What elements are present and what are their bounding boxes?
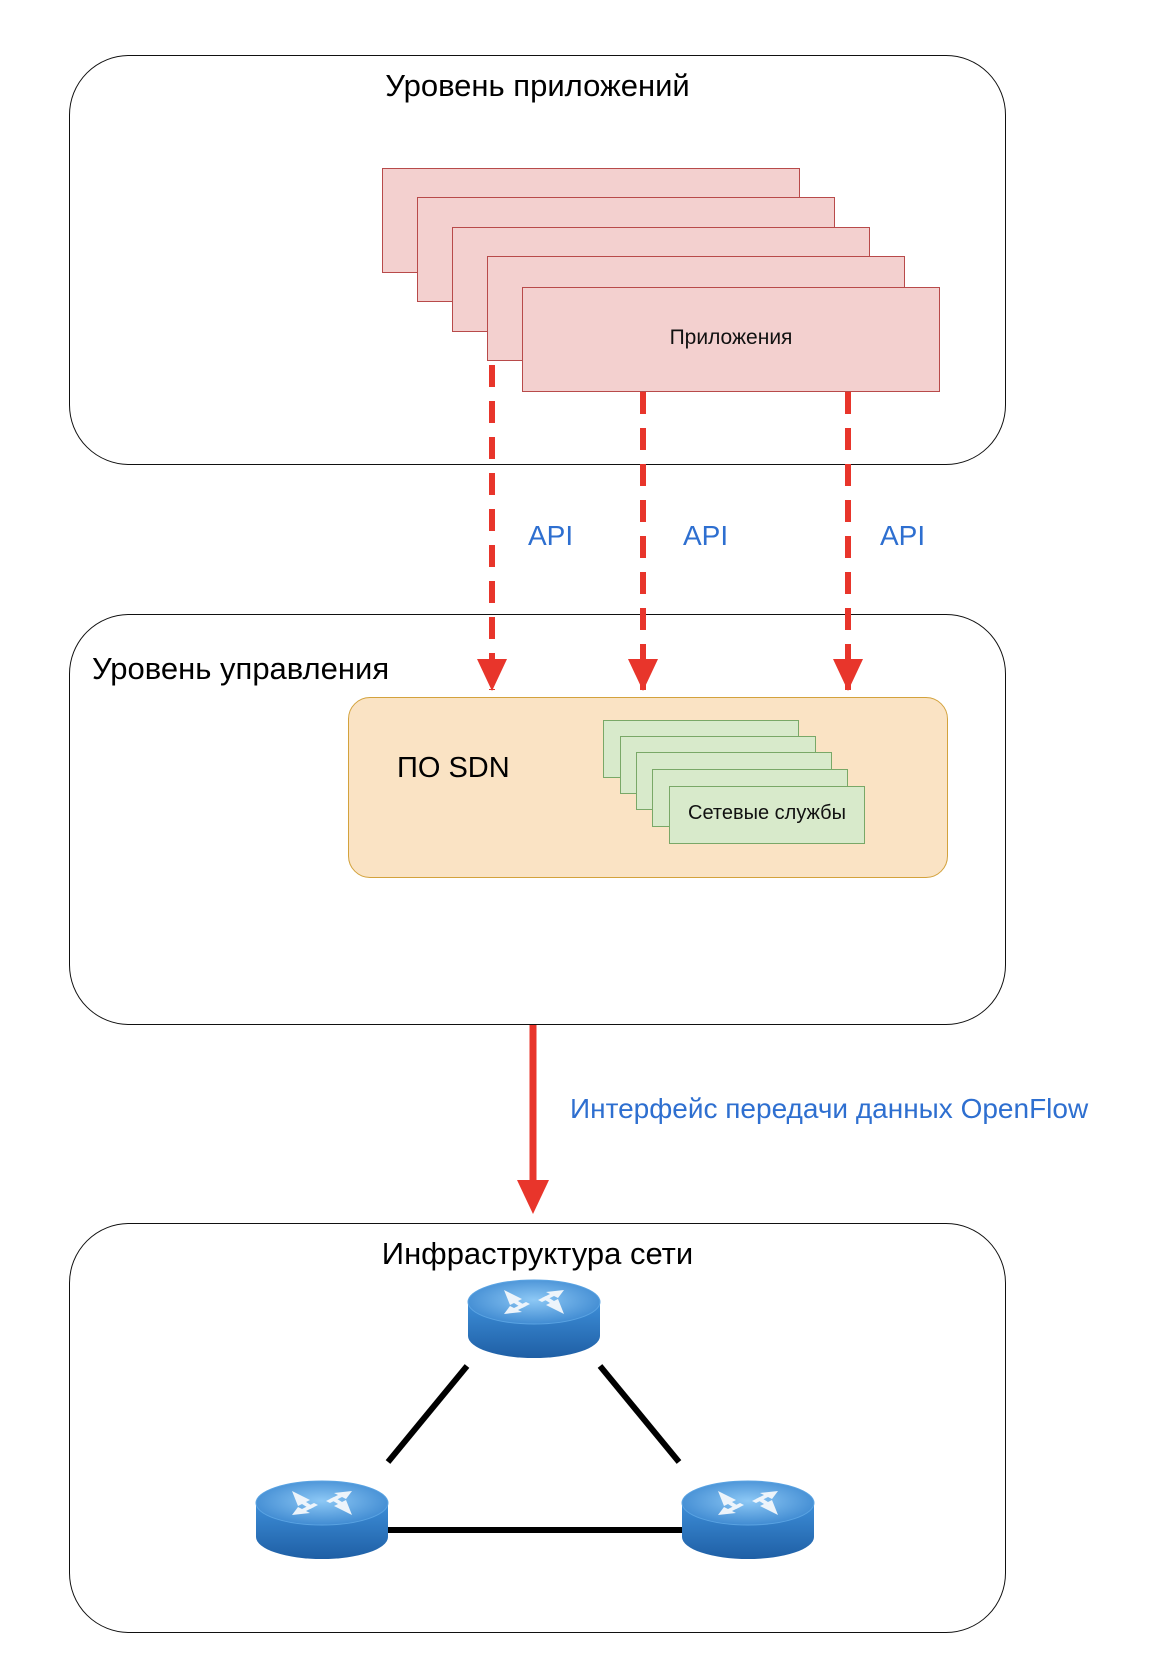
- app-card-5[interactable]: Приложения: [522, 287, 940, 392]
- control-layer-title: Уровень управления: [92, 651, 390, 686]
- infrastructure-layer-title: Инфраструктура сети: [381, 1236, 694, 1271]
- api-label-3: API: [880, 520, 926, 551]
- api-label-1: API: [528, 520, 574, 551]
- api-arrowhead-1: [477, 659, 507, 691]
- api-arrowhead-3: [833, 659, 863, 691]
- openflow-arrowhead: [517, 1180, 549, 1214]
- application-layer-title: Уровень приложений: [385, 68, 690, 103]
- router-icon[interactable]: [681, 1480, 815, 1560]
- services-label: Сетевые службы: [688, 802, 846, 824]
- network-link-top-right: [597, 1364, 682, 1464]
- router-icon[interactable]: [255, 1480, 389, 1560]
- api-label-2: API: [683, 520, 729, 551]
- service-card-5[interactable]: Сетевые службы: [669, 786, 865, 844]
- network-link-top-left: [385, 1364, 470, 1464]
- apps-label: Приложения: [669, 326, 793, 349]
- api-arrowhead-2: [628, 659, 658, 691]
- openflow-label: Интерфейс передачи данных OpenFlow: [570, 1093, 1089, 1124]
- router-icon[interactable]: [467, 1279, 601, 1359]
- sdn-label: ПО SDN: [397, 752, 510, 784]
